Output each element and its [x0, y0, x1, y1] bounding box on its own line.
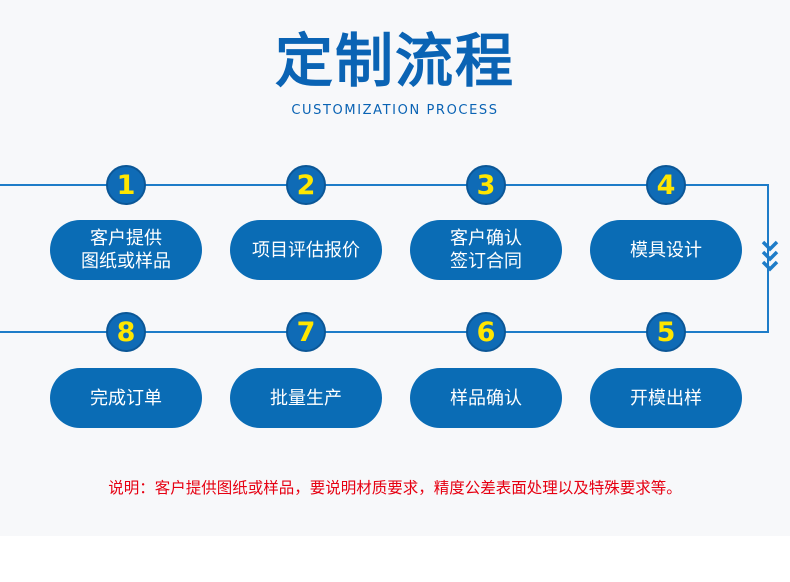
step-1-number: 1 — [106, 165, 146, 205]
step-5-label: 开模出样 — [590, 368, 742, 428]
step-2-label: 项目评估报价 — [230, 220, 382, 280]
step-2-number: 2 — [286, 165, 326, 205]
page-subtitle: CUSTOMIZATION PROCESS — [291, 103, 499, 118]
flow-line-top — [0, 184, 769, 186]
step-8-number: 8 — [106, 312, 146, 352]
note-text: 说明：客户提供图纸或样品，要说明材质要求，精度公差表面处理以及特殊要求等。 — [108, 479, 682, 497]
step-5-number: 5 — [646, 312, 686, 352]
step-3-number: 3 — [466, 165, 506, 205]
step-1-label: 客户提供 图纸或样品 — [50, 220, 202, 280]
step-6-label: 样品确认 — [410, 368, 562, 428]
step-3-label: 客户确认 签订合同 — [410, 220, 562, 280]
step-4-label: 模具设计 — [590, 220, 742, 280]
step-4-number: 4 — [646, 165, 686, 205]
step-8-label: 完成订单 — [50, 368, 202, 428]
step-6-number: 6 — [466, 312, 506, 352]
page-title: 定制流程 — [274, 27, 515, 95]
step-7-number: 7 — [286, 312, 326, 352]
chevron-down-icon — [761, 240, 779, 272]
step-7-label: 批量生产 — [230, 368, 382, 428]
flow-line-bottom — [0, 331, 769, 333]
